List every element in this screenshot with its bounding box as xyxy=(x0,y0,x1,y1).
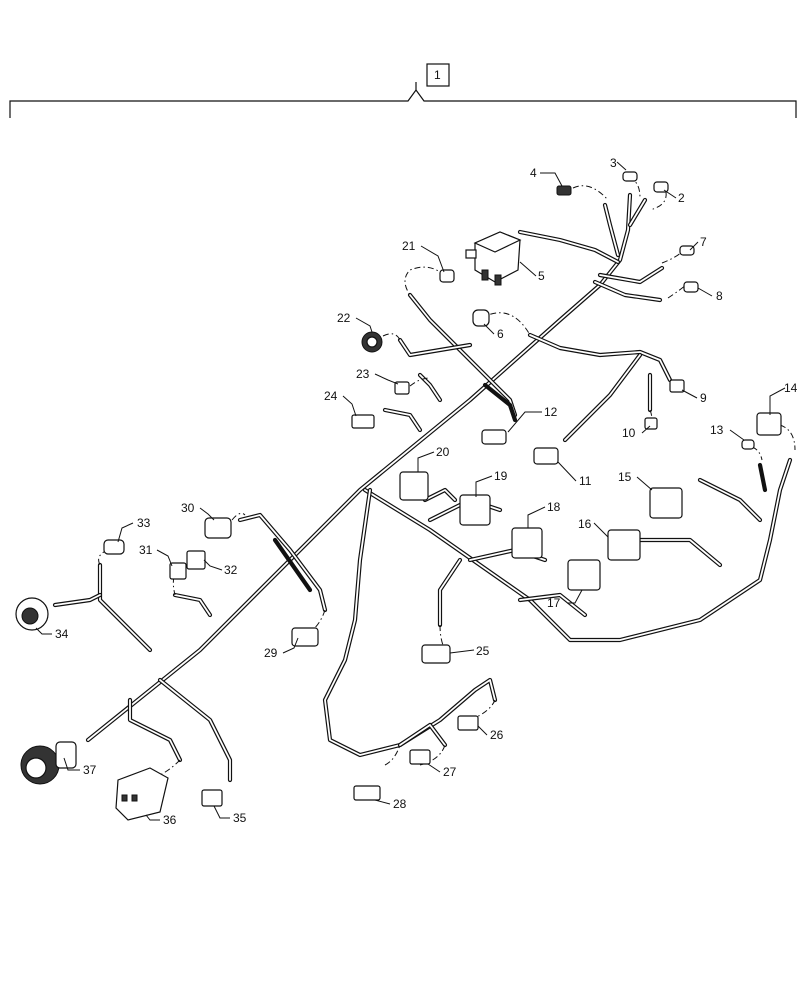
connector-31 xyxy=(169,562,187,580)
callout-19: 19 xyxy=(494,469,508,483)
callout-36: 36 xyxy=(163,813,177,827)
dashed-connections xyxy=(98,177,796,776)
callout-12: 12 xyxy=(544,405,558,419)
callout-numbers: 2 3 4 5 6 7 8 9 10 11 12 13 14 15 16 17 … xyxy=(55,156,798,827)
callout-35: 35 xyxy=(233,811,247,825)
callout-6: 6 xyxy=(497,327,504,341)
callout-26: 26 xyxy=(490,728,504,742)
connector-9 xyxy=(669,379,685,393)
connector-20 xyxy=(399,471,429,501)
assembly-bracket: 1 xyxy=(9,63,797,118)
connector-28 xyxy=(353,785,381,801)
connector-30 xyxy=(204,517,232,539)
connector-33 xyxy=(103,539,125,555)
callout-29: 29 xyxy=(264,646,278,660)
connectors xyxy=(15,171,782,821)
relay-5 xyxy=(465,231,522,286)
connector-27 xyxy=(409,749,431,765)
connector-2 xyxy=(653,181,669,193)
callout-5: 5 xyxy=(538,269,545,283)
callout-7: 7 xyxy=(700,235,707,249)
connector-25 xyxy=(421,644,451,664)
leader-lines xyxy=(35,161,786,821)
callout-18: 18 xyxy=(547,500,561,514)
connector-18 xyxy=(511,527,543,559)
connector-36 xyxy=(115,767,169,821)
callout-33: 33 xyxy=(137,516,151,530)
callout-14: 14 xyxy=(784,381,798,395)
callout-9: 9 xyxy=(700,391,707,405)
connector-7 xyxy=(679,245,695,256)
callout-16: 16 xyxy=(578,517,592,531)
connector-32 xyxy=(186,550,206,570)
connector-15 xyxy=(649,487,683,519)
connector-26 xyxy=(457,715,479,731)
callout-22: 22 xyxy=(337,311,351,325)
connector-14 xyxy=(756,412,782,436)
callout-24: 24 xyxy=(324,389,338,403)
connector-23 xyxy=(394,381,410,395)
callout-11: 11 xyxy=(579,474,592,488)
callout-13: 13 xyxy=(710,423,724,437)
connector-35 xyxy=(201,789,223,807)
callout-15: 15 xyxy=(618,470,632,484)
connector-21 xyxy=(439,269,455,283)
connector-8 xyxy=(683,281,699,293)
assembly-number: 1 xyxy=(434,68,441,82)
callout-34: 34 xyxy=(55,627,69,641)
connector-6 xyxy=(472,309,490,327)
callout-2: 2 xyxy=(678,191,685,205)
callout-21: 21 xyxy=(402,239,416,253)
connector-29 xyxy=(291,627,319,647)
callout-31: 31 xyxy=(139,543,153,557)
callout-4: 4 xyxy=(530,166,537,180)
callout-30: 30 xyxy=(181,501,195,515)
callout-8: 8 xyxy=(716,289,723,303)
callout-27: 27 xyxy=(443,765,457,779)
callout-10: 10 xyxy=(622,426,636,440)
callout-17: 17 xyxy=(547,596,561,610)
connector-11 xyxy=(533,447,559,465)
callout-3: 3 xyxy=(610,156,617,170)
connector-19 xyxy=(459,494,491,526)
callout-32: 32 xyxy=(224,563,238,577)
connector-17 xyxy=(567,559,601,591)
connector-16 xyxy=(607,529,641,561)
connector-3 xyxy=(622,171,638,182)
connector-37 xyxy=(20,741,77,785)
connector-12 xyxy=(481,429,507,445)
assembly-number-box xyxy=(426,63,450,87)
callout-25: 25 xyxy=(476,644,490,658)
callout-37: 37 xyxy=(83,763,97,777)
connector-13 xyxy=(741,439,755,450)
callout-23: 23 xyxy=(356,367,370,381)
connector-4 xyxy=(556,185,572,196)
connector-24 xyxy=(351,414,375,429)
callout-20: 20 xyxy=(436,445,450,459)
connector-10 xyxy=(644,417,658,430)
callout-28: 28 xyxy=(393,797,407,811)
